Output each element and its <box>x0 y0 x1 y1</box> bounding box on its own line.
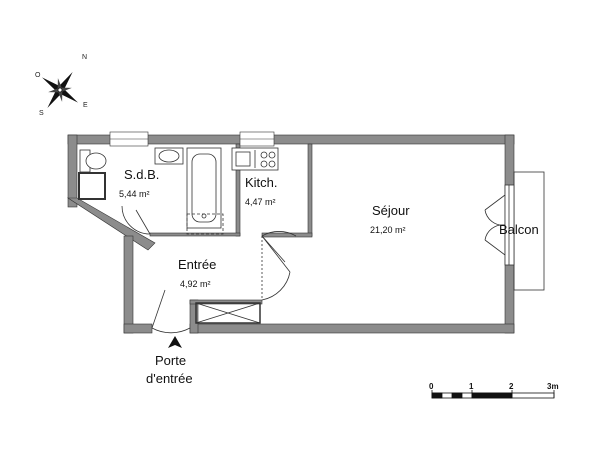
scale-label-3m: 3m <box>547 382 559 391</box>
room-entree-name: Entrée <box>178 257 217 272</box>
scale-label-0: 0 <box>429 382 434 391</box>
compass-north-label: N <box>82 54 88 61</box>
entrance-arrow <box>168 336 182 348</box>
bathroom-fixtures <box>78 147 224 235</box>
windows <box>109 131 275 147</box>
room-kitchen-name: Kitch. <box>245 175 278 190</box>
room-kitchen-area: 4,47 m² <box>245 197 276 207</box>
compass-south-label: S <box>39 110 44 117</box>
scale-label-1: 1 <box>469 382 474 391</box>
compass-west-label: O <box>35 72 41 79</box>
room-sejour-name: Séjour <box>372 203 410 218</box>
entry-fixtures <box>151 235 291 334</box>
room-sdb-area: 5,44 m² <box>119 189 150 199</box>
compass-rose <box>41 71 79 109</box>
room-balcon-name: Balcon <box>499 222 539 237</box>
room-entree-area: 4,92 m² <box>180 279 211 289</box>
compass-east-label: E <box>83 102 88 109</box>
room-sdb-name: S.d.B. <box>124 167 160 182</box>
entrance-label-line1: Porte <box>155 353 187 368</box>
room-sejour-area: 21,20 m² <box>370 225 406 235</box>
scale-label-2: 2 <box>509 382 514 391</box>
entrance-label-line2: d'entrée <box>146 371 193 386</box>
walls <box>66 134 515 334</box>
balcony <box>484 171 545 291</box>
scale-bar <box>431 390 555 399</box>
